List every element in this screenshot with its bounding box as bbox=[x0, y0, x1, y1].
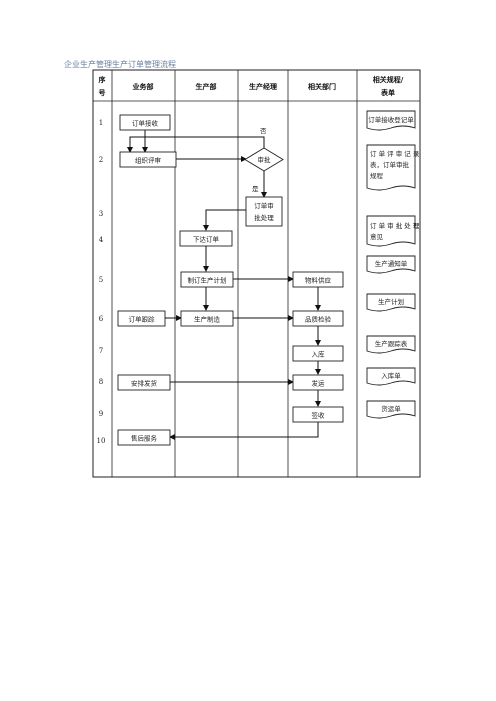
row-number: 1 bbox=[99, 119, 103, 127]
row-number: 8 bbox=[99, 378, 103, 386]
doc-d3-line1: 订 单 审 批 处 理 bbox=[370, 221, 420, 230]
doc-order-review-record: 订 单 评 审 记 录 表，订单审批 规程 bbox=[366, 144, 420, 191]
row-number: 9 bbox=[99, 410, 103, 418]
node-quality-check-label: 品质检验 bbox=[305, 315, 332, 324]
page-title: 企业生产管理生产订单管理流程 bbox=[64, 60, 176, 69]
node-ship: 发运 bbox=[292, 374, 344, 391]
node-make-plan: 制订生产计划 bbox=[180, 271, 234, 288]
node-material-supply: 物料供应 bbox=[292, 271, 344, 288]
doc-d2-line3: 规程 bbox=[370, 171, 384, 180]
node-warehousing-label: 入库 bbox=[312, 350, 326, 359]
header-business: 业务部 bbox=[133, 82, 154, 91]
doc-d2-line1: 订 单 评 审 记 录 bbox=[370, 149, 420, 158]
doc-production-notice: 生产通知单 bbox=[366, 255, 416, 274]
node-sign-receipt-label: 签收 bbox=[312, 411, 326, 420]
node-warehousing: 入库 bbox=[292, 345, 344, 362]
node-material-supply-label: 物料供应 bbox=[305, 276, 332, 285]
node-ship-label: 发运 bbox=[312, 379, 326, 388]
doc-waybill: 货运单 bbox=[366, 400, 416, 419]
doc-d4-text: 生产通知单 bbox=[375, 259, 408, 268]
doc-order-receive-register: 订单接收登记单 bbox=[366, 110, 416, 131]
doc-d1-text: 订单接收登记单 bbox=[368, 115, 414, 124]
header-seq-line1: 序 bbox=[98, 75, 106, 84]
row-number: 3 bbox=[99, 210, 103, 218]
header-manager: 生产经理 bbox=[249, 82, 277, 91]
node-approve-diamond: 审批 bbox=[244, 147, 284, 172]
row-number: 2 bbox=[99, 156, 103, 164]
node-order-receive: 订单接收 bbox=[119, 114, 171, 131]
row-number: 5 bbox=[99, 276, 103, 284]
row-number: 7 bbox=[99, 347, 103, 355]
node-order-approval: 订单审 批处理 bbox=[245, 196, 283, 227]
table-frame bbox=[92, 69, 421, 478]
node-after-sales: 售后服务 bbox=[117, 429, 171, 446]
doc-warehouse-receipt: 入库单 bbox=[366, 367, 416, 386]
doc-d3-line2: 意见 bbox=[370, 232, 384, 241]
node-arrange-shipping: 安排发货 bbox=[117, 374, 171, 391]
row-number: 6 bbox=[99, 315, 104, 323]
node-manufacture: 生产制造 bbox=[180, 310, 234, 327]
node-manufacture-label: 生产制造 bbox=[194, 315, 221, 324]
node-order-track-label: 订单跟踪 bbox=[129, 315, 156, 324]
doc-d5-text: 生产计划 bbox=[378, 297, 404, 306]
node-order-approval-line2: 批处理 bbox=[254, 213, 274, 222]
node-after-sales-label: 售后服务 bbox=[131, 434, 158, 443]
node-order-approval-line1: 订单审 bbox=[254, 201, 274, 210]
doc-order-approval-opinion: 订 单 审 批 处 理 意见 bbox=[366, 215, 420, 247]
node-issue-order-label: 下达订单 bbox=[193, 235, 220, 244]
branch-yes-label: 是 bbox=[252, 185, 259, 193]
header-related: 相关部门 bbox=[308, 82, 336, 91]
doc-d6-text: 生产跟踪表 bbox=[375, 339, 408, 348]
node-issue-order: 下达订单 bbox=[179, 230, 233, 247]
doc-d7-text: 入库单 bbox=[381, 371, 401, 380]
node-organize-review: 组织评审 bbox=[119, 151, 177, 168]
doc-production-plan: 生产计划 bbox=[366, 293, 416, 312]
header-docs-line1: 相关规程/ bbox=[373, 75, 404, 84]
row-number: 4 bbox=[99, 236, 104, 244]
node-arrange-shipping-label: 安排发货 bbox=[131, 379, 158, 388]
node-order-track: 订单跟踪 bbox=[117, 310, 166, 327]
node-organize-review-label: 组织评审 bbox=[135, 156, 161, 165]
doc-d2-line2: 表，订单审批 bbox=[370, 160, 410, 169]
row-number: 10 bbox=[97, 437, 106, 445]
header-docs-line2: 表单 bbox=[380, 88, 395, 97]
node-sign-receipt: 签收 bbox=[292, 406, 344, 423]
node-order-receive-label: 订单接收 bbox=[132, 119, 159, 128]
node-approve-label: 审批 bbox=[258, 155, 272, 164]
header-seq-line2: 号 bbox=[99, 88, 106, 97]
doc-production-tracking: 生产跟踪表 bbox=[366, 335, 416, 354]
doc-d8-text: 货运单 bbox=[381, 404, 401, 413]
connectors bbox=[127, 130, 321, 440]
node-make-plan-label: 制订生产计划 bbox=[188, 276, 227, 285]
branch-no-label: 否 bbox=[260, 127, 267, 135]
node-quality-check: 品质检验 bbox=[292, 310, 344, 327]
header-production: 生产部 bbox=[196, 82, 217, 91]
